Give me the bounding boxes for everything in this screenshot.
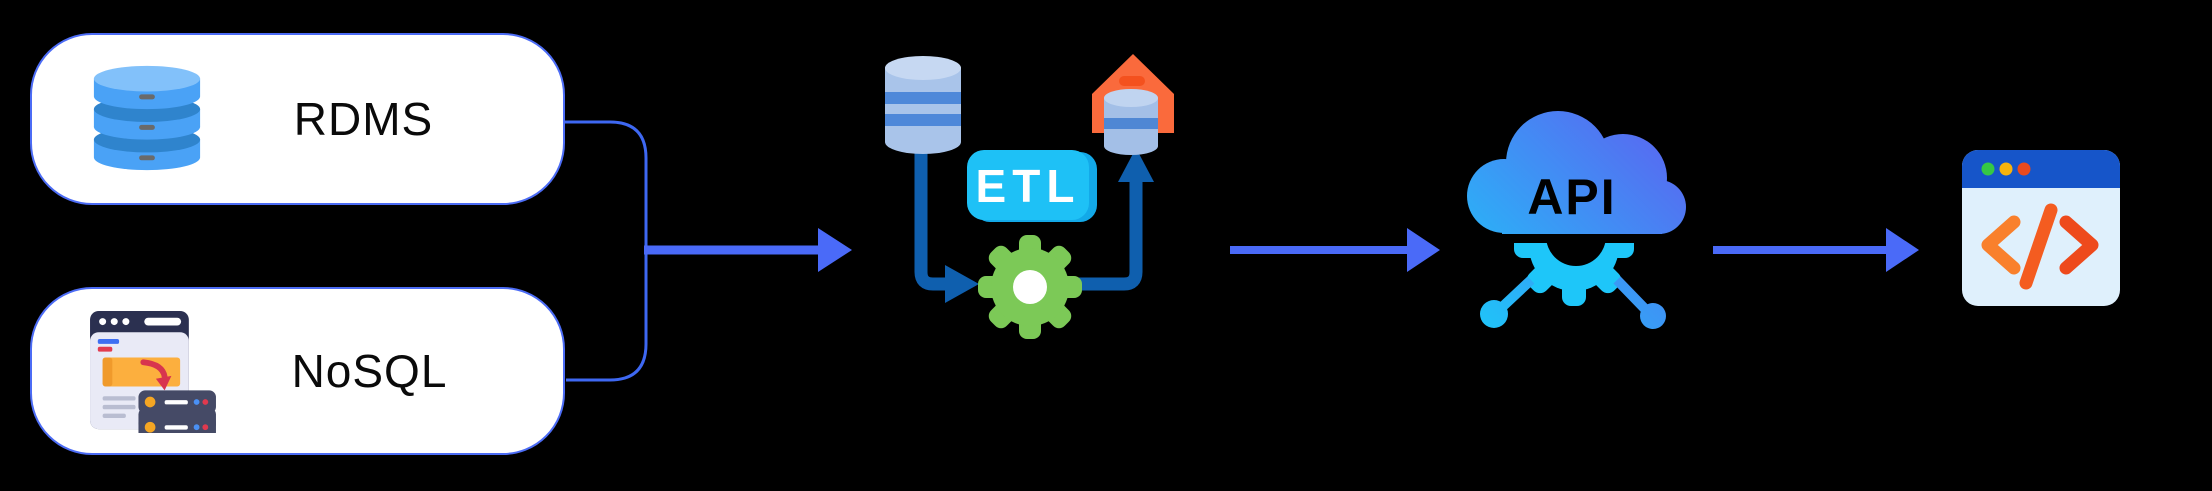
arrow-sources-to-etl bbox=[644, 228, 852, 272]
arrow-etl-to-api bbox=[1230, 228, 1440, 272]
code-window-titlebar bbox=[1962, 150, 2120, 188]
etl-process-icon: ETL bbox=[885, 54, 1174, 339]
etl-flow-arrow-left bbox=[914, 120, 979, 303]
api-node-dot-right bbox=[1640, 303, 1666, 329]
browser-to-server-icon bbox=[90, 310, 216, 433]
traffic-dot-red bbox=[2017, 162, 2031, 176]
source-node-rdms: RDMS bbox=[30, 33, 565, 205]
code-browser-icon bbox=[1962, 150, 2120, 306]
api-cloud-gear-icon: API bbox=[1467, 111, 1686, 329]
etl-flow-arrow-right bbox=[1070, 148, 1154, 291]
etl-badge: ETL bbox=[967, 150, 1097, 222]
api-node-dot-left bbox=[1480, 300, 1508, 328]
etl-badge-text: ETL bbox=[976, 160, 1081, 212]
source-node-nosql: NoSQL bbox=[30, 287, 565, 455]
warehouse-database-icon bbox=[1104, 89, 1158, 155]
traffic-dot-yellow bbox=[1999, 162, 2013, 176]
api-label: API bbox=[1527, 169, 1616, 225]
code-glyph bbox=[1981, 203, 2099, 290]
etl-database-icon bbox=[885, 56, 961, 154]
traffic-dot-green bbox=[1981, 162, 1995, 176]
merge-connector bbox=[565, 120, 648, 382]
nosql-label: NoSQL bbox=[291, 345, 448, 397]
arrow-api-to-output bbox=[1713, 228, 1919, 272]
api-cloud bbox=[1467, 111, 1686, 234]
api-cloud-gap bbox=[1478, 234, 1674, 243]
process-gear-icon bbox=[978, 235, 1082, 339]
database-stack-icon bbox=[93, 65, 201, 171]
rdms-label: RDMS bbox=[293, 93, 434, 145]
